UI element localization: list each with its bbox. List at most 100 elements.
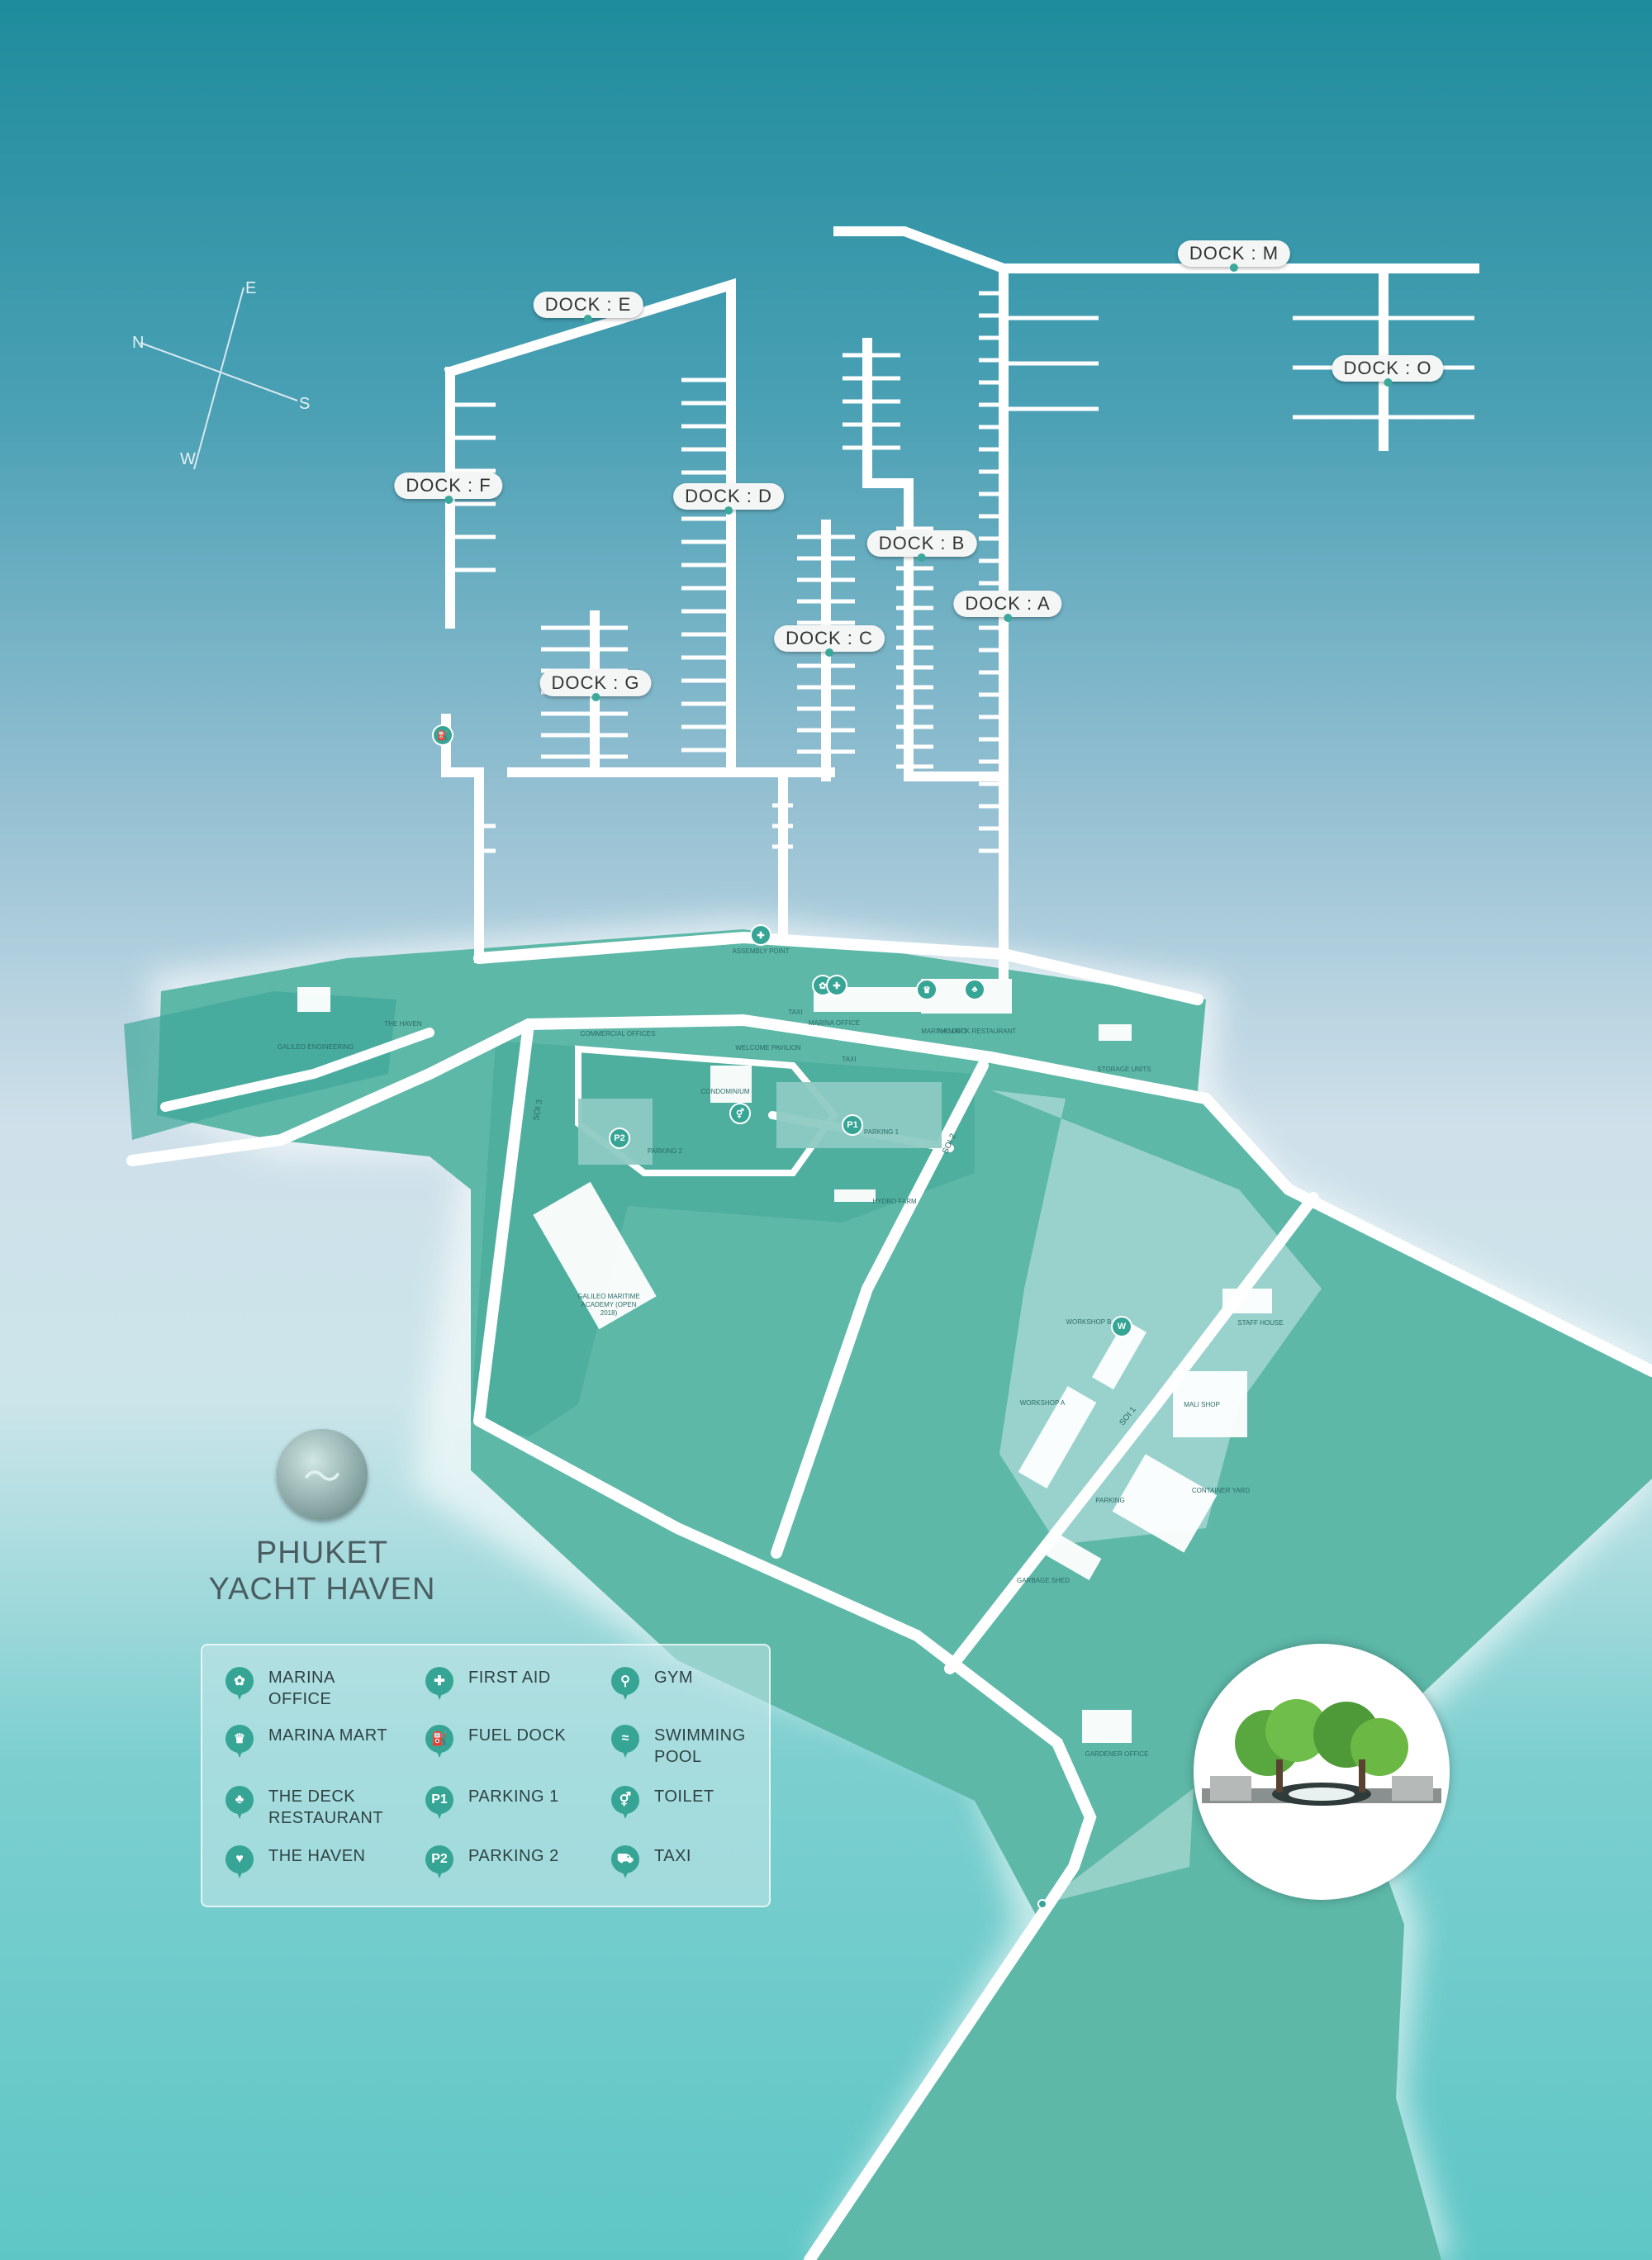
dock-m-walk (833, 226, 1479, 273)
condominium-block (710, 1066, 752, 1103)
dock-d-label[interactable]: DOCK : D (673, 483, 784, 515)
compass-north: N (132, 334, 145, 352)
storage-units-block (1099, 1024, 1132, 1041)
dock-f-label[interactable]: DOCK : F (394, 472, 503, 504)
staff-house-label: STAFF HOUSE (1237, 1319, 1284, 1327)
road-network (126, 931, 1652, 2260)
legend-item-taxi[interactable]: ⛟ TAXI (611, 1845, 778, 1878)
hydro-farm-label: HYDRO FARM (872, 1198, 917, 1205)
legend-label: MARINA OFFICE (268, 1669, 335, 1708)
gardener-office-block (1082, 1710, 1132, 1743)
parking-2-map-pin[interactable]: P2 (609, 1128, 630, 1149)
welcome-pavilion-label: WELCOME PAVILION (735, 1044, 801, 1052)
brand-name-line1: PHUKET (255, 1536, 389, 1570)
legend-item-swimming-pool[interactable]: ≈ SWIMMING POOL (611, 1725, 778, 1768)
legend-item-parking-2[interactable]: P2 PARKING 2 (425, 1845, 592, 1878)
galileo-academy-label: GALILEO MARITIME ACADEMY (OPEN 2018) (577, 1293, 640, 1317)
parking-1-icon: P1 (842, 1114, 863, 1136)
taxi-label-1: TAXI (788, 1009, 803, 1016)
academy-block (533, 1181, 657, 1330)
commercial-offices-label: COMMERCIAL OFFICES (580, 1030, 656, 1037)
deck-restaurant-label: THE DECK RESTAURANT (936, 1028, 1017, 1035)
assembly-point-label: ASSEMBLY POINT (732, 947, 790, 955)
hydro-farm-block (834, 1189, 876, 1202)
gym-legend-icon: ⚲ (611, 1667, 639, 1700)
legend-item-first-aid[interactable]: ✚ FIRST AID (425, 1667, 592, 1700)
legend-label: MARINA MART (268, 1726, 388, 1745)
first-aid-icon: ✚ (826, 975, 847, 996)
workshop-b-map-pin[interactable]: W (1111, 1316, 1132, 1337)
parking-1-label: PARKING 1 (863, 1128, 900, 1136)
dock-o-label[interactable]: DOCK : O (1332, 355, 1444, 387)
legend-label: TAXI (654, 1847, 691, 1865)
dock-e-label[interactable]: DOCK : E (533, 292, 643, 323)
assembly-point-pin[interactable]: ✚ (750, 924, 771, 946)
marina-mart-map-pin[interactable]: ♛ (916, 979, 938, 1000)
deck-restaurant-icon: ♣ (964, 979, 985, 1000)
legend-item-deck-restaurant[interactable]: ♣ THE DECK RESTAURANT (225, 1786, 392, 1829)
parking-1-map-pin[interactable]: P1 (842, 1114, 863, 1136)
marina-mart-icon: ♛ (916, 979, 938, 1000)
buildings (297, 979, 1272, 1743)
soi-3 (473, 1018, 534, 1427)
legend-label: FUEL DOCK (468, 1726, 567, 1745)
legend-label: TOILET (654, 1788, 714, 1806)
first-aid-map-pin[interactable]: ✚ (826, 975, 847, 996)
legend-item-parking-1[interactable]: P1 PARKING 1 (425, 1786, 592, 1819)
marina-office-label: MARINA OFFICE (808, 1019, 861, 1027)
parking-2-legend-icon: P2 (425, 1845, 453, 1878)
dock-g-label[interactable]: DOCK : G (539, 670, 652, 701)
workshop-icon: W (1111, 1316, 1132, 1337)
gardener-office-label: GARDENER OFFICE (1085, 1750, 1149, 1758)
workshop-b-block (1092, 1319, 1146, 1390)
garbage-shed-block (1046, 1534, 1102, 1580)
dock-left-link (441, 714, 484, 963)
dock-a-label[interactable]: DOCK : A (953, 591, 1062, 622)
legend-label: THE DECK RESTAURANT (268, 1788, 384, 1827)
storage-units-label: STORAGE UNITS (1097, 1066, 1151, 1073)
parking-2-icon: P2 (609, 1128, 630, 1149)
gate-location-dot (1037, 1899, 1047, 1909)
legend-label: SWIMMING POOL (654, 1726, 746, 1766)
legend-item-toilet[interactable]: ⚥ TOILET (611, 1786, 778, 1819)
taxi-legend-icon: ⛟ (611, 1845, 639, 1878)
brand-name-line2: YACHT HAVEN (208, 1572, 436, 1607)
dock-m-label[interactable]: DOCK : M (1177, 240, 1291, 272)
soi-1 (944, 1192, 1319, 1674)
brand-logo: 〜 PHUKET YACHT HAVEN (190, 1429, 454, 1607)
legend-label: FIRST AID (468, 1669, 551, 1687)
dock-c-label[interactable]: DOCK : C (774, 625, 885, 657)
legend-label: PARKING 1 (468, 1788, 559, 1806)
compass-east: E (245, 279, 257, 297)
coast-road (126, 1014, 1652, 1377)
legend-label: PARKING 2 (468, 1847, 559, 1865)
south-road (473, 1415, 1097, 2260)
marina-mart-legend-icon: ♛ (225, 1725, 254, 1758)
map-legend: ✿ MARINA OFFICE ✚ FIRST AID ⚲ GYM ♛ MARI… (201, 1644, 771, 1907)
assembly-icon: ✚ (750, 924, 771, 946)
legend-item-gym[interactable]: ⚲ GYM (611, 1667, 778, 1700)
legend-item-marina-office[interactable]: ✿ MARINA OFFICE (225, 1667, 392, 1710)
deck-restaurant-map-pin[interactable]: ♣ (964, 979, 985, 1000)
legend-item-fuel-dock[interactable]: ⛽ FUEL DOCK (425, 1725, 592, 1758)
container-yard-block (1112, 1454, 1218, 1553)
workshop-a-label: WORKSHOP A (1019, 1399, 1066, 1407)
dock-b-label[interactable]: DOCK : B (866, 530, 977, 562)
galileo-engineering-label: GALILEO ENGINEERING (277, 1043, 354, 1051)
fuel-icon: ⛽ (432, 724, 453, 746)
garbage-shed-label: GARBAGE SHED (1016, 1577, 1070, 1584)
fuel-dock-map-pin[interactable]: ⛽ (432, 724, 453, 746)
gate-drawing (1202, 1699, 1441, 1806)
dock-fingers (450, 291, 1474, 853)
parking-1-legend-icon: P1 (425, 1786, 453, 1819)
workshop-b-label: WORKSHOP B (1066, 1318, 1112, 1326)
parking-label: PARKING (1095, 1497, 1125, 1504)
legend-item-marina-mart[interactable]: ♛ MARINA MART (225, 1725, 392, 1758)
condominium-label: CONDOMINIUM (700, 1088, 750, 1095)
toilet-map-pin[interactable]: ⚥ (729, 1103, 751, 1124)
parking-2-label: PARKING 2 (647, 1147, 683, 1155)
legend-item-the-haven[interactable]: ♥ THE HAVEN (225, 1845, 392, 1878)
parking-1-lot (776, 1082, 942, 1148)
